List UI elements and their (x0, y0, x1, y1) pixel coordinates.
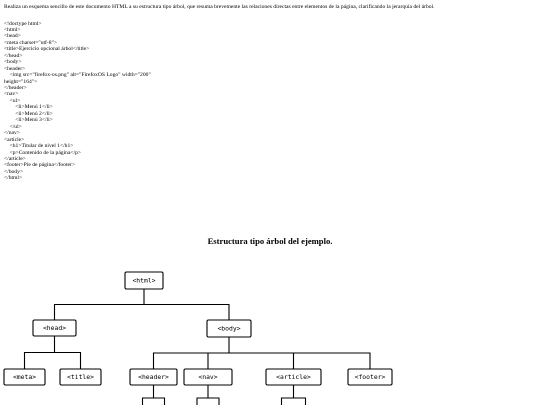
code-line: <title>Ejercicio opcional árbol</title> (4, 46, 90, 53)
code-line: </head> (4, 52, 23, 59)
code-line: <article> (4, 136, 25, 143)
tree-node-title: <title> (59, 368, 102, 386)
tree-node-article: <article> (265, 368, 322, 386)
tree-node-box (59, 368, 102, 386)
tree-node-header: <header> (129, 368, 178, 386)
tree-node-box (124, 271, 164, 290)
code-line: <li>Menú 2</li> (4, 110, 53, 117)
tree-node-meta: <meta> (3, 368, 46, 386)
code-line: </body> (4, 168, 24, 175)
code-line: <h1>Titular de nivel 1</h1> (4, 143, 74, 150)
html-code-listing: <!doctype html> <html> <head> <meta char… (4, 21, 151, 182)
tree-node-label-title: <title> (67, 373, 94, 381)
code-line: <p>Contenido de la página</p> (4, 149, 82, 156)
code-line: <meta charset="utf-8"> (4, 39, 58, 46)
tree-node-box (32, 319, 77, 337)
code-line: <!doctype html> (4, 20, 42, 27)
code-line: <head> (4, 33, 21, 40)
tree-title: Estructura tipo árbol del ejemplo. (207, 236, 333, 246)
tree-node-box (206, 319, 252, 338)
code-line: </ul> (4, 123, 22, 130)
code-line: <header> (4, 65, 26, 72)
instructions-text: Realiza un esquema sencillo de este docu… (4, 4, 435, 10)
tree-node-label-header: <header> (138, 373, 169, 381)
code-line: <body> (4, 59, 22, 66)
tree-node-label-head: <head> (43, 324, 66, 332)
tree-node-html: <html> (124, 271, 164, 290)
tree-node-box (129, 368, 178, 386)
code-line: <nav> (4, 91, 19, 98)
tree-node-box (3, 368, 46, 386)
tree-node-box (183, 368, 233, 386)
tree-node-body: <body> (206, 319, 252, 338)
code-line: <html> (4, 26, 21, 33)
tree-node-label-body: <body> (217, 325, 240, 333)
code-line: height="164"> (4, 78, 38, 85)
code-line: </nav> (4, 130, 20, 137)
code-line: <ul> (4, 97, 21, 104)
tree-node-label-footer: <footer> (355, 373, 386, 381)
code-line: </html> (4, 175, 23, 182)
code-line: <img src="firefox-os.png" alt="FirefoxOS… (4, 72, 151, 79)
tree-node-box (265, 368, 322, 386)
tree-node-box (347, 368, 393, 386)
code-line: <li>Menú 3</li> (4, 117, 53, 124)
code-line: </article> (4, 156, 26, 163)
code-line: <footer>Pie de página</footer> (4, 162, 76, 169)
tree-node-label-nav: <nav> (198, 373, 217, 381)
code-line: <li>Menú 1</li> (4, 104, 53, 111)
tree-node-label-meta: <meta> (13, 373, 36, 381)
tree-node-nav: <nav> (183, 368, 233, 386)
code-line: </header> (4, 85, 27, 92)
tree-node-label-article: <article> (276, 373, 311, 381)
tree-node-footer: <footer> (347, 368, 393, 386)
tree-node-head: <head> (32, 319, 77, 337)
tree-node-label-html: <html> (132, 277, 155, 285)
